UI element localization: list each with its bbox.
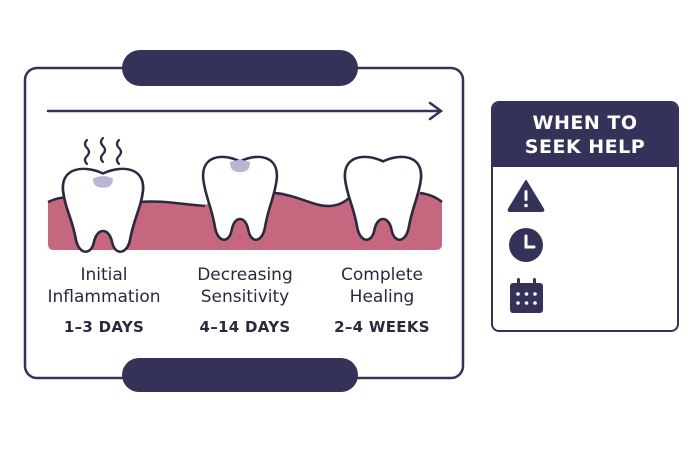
warning-icon [507,180,545,212]
tooth-inflamed [61,167,145,254]
stage-3-duration: 2–4 WEEKS [334,318,430,336]
stage-2-duration: 4–14 DAYS [199,318,291,336]
clock-icon [509,228,543,262]
timeline-arrow [46,101,444,121]
bottom-bar [122,358,358,392]
calendar-icon [510,278,543,313]
tooth-sensitive [201,155,279,242]
filling [229,160,251,173]
top-bar [122,50,358,86]
help-icons [507,180,545,313]
heat-waves-icon [83,136,123,166]
filling [93,176,113,188]
stage-1-duration: 1–3 DAYS [63,318,145,336]
